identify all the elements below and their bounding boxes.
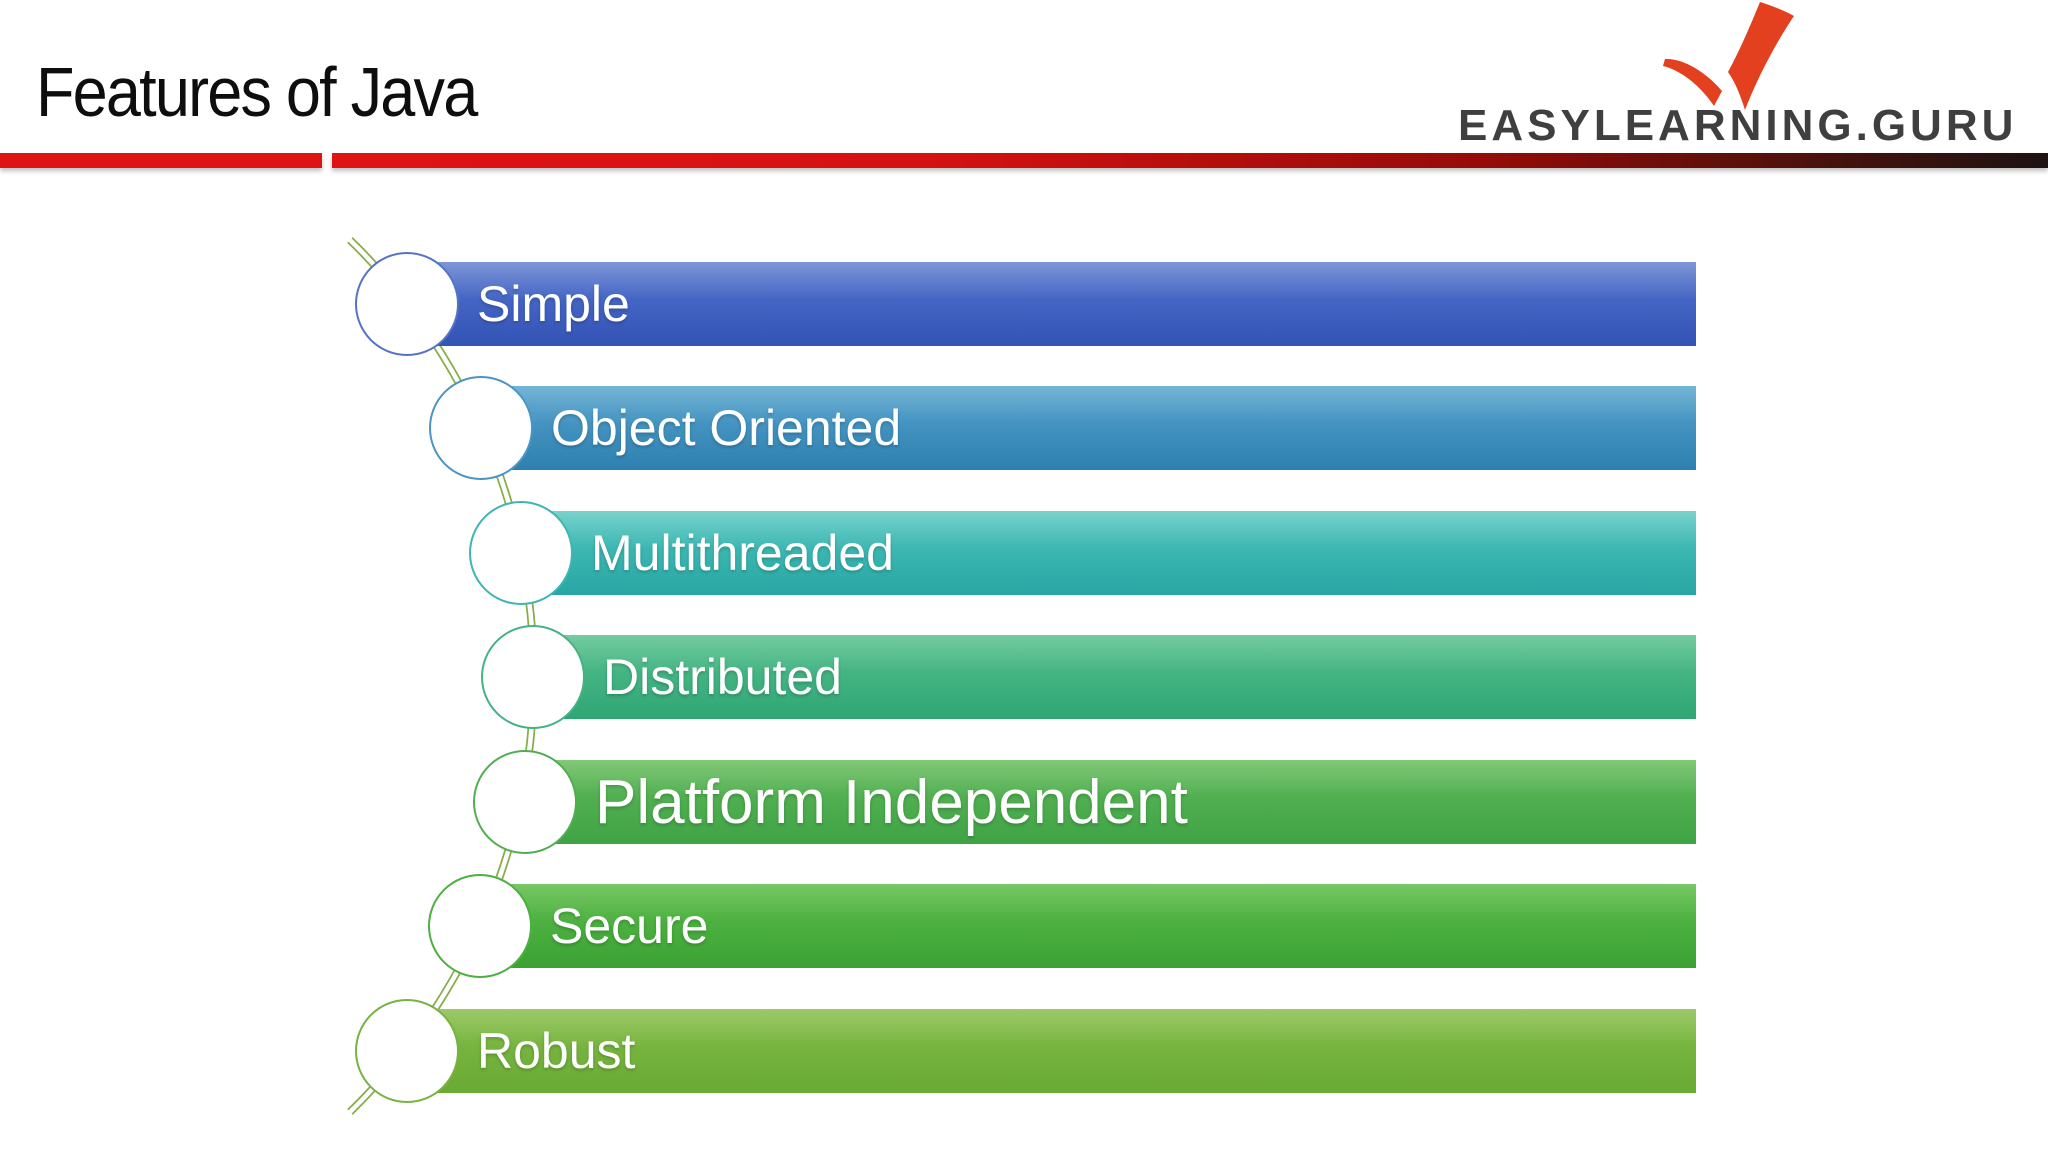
feature-label: Robust <box>477 1023 636 1079</box>
circle-marker <box>355 999 459 1103</box>
feature-bar-platform-independent: Platform Independent <box>473 750 1696 854</box>
feature-label: Object Oriented <box>551 400 902 456</box>
feature-bar-robust: Robust <box>355 999 1696 1103</box>
checkmark-logo-icon <box>1663 2 1794 110</box>
circle-marker <box>429 376 533 480</box>
page-title: Features of Java <box>36 53 478 131</box>
feature-bar-object-oriented: Object Oriented <box>429 376 1696 480</box>
circle-marker <box>355 252 459 356</box>
circle-marker <box>469 501 573 605</box>
divider-line-right <box>332 153 2048 168</box>
feature-bar-simple: Simple <box>355 252 1696 356</box>
feature-label: Distributed <box>603 649 842 705</box>
divider-line-left <box>0 153 322 168</box>
feature-label: Multithreaded <box>591 525 894 581</box>
feature-label: Simple <box>477 276 630 332</box>
feature-label: Secure <box>550 898 709 954</box>
logo-text: EASYLEARNING.GURU <box>1458 101 2018 150</box>
feature-label: Platform Independent <box>595 767 1188 837</box>
feature-bar-multithreaded: Multithreaded <box>469 501 1696 605</box>
circle-marker <box>473 750 577 854</box>
circle-marker <box>481 625 585 729</box>
feature-bar-distributed: Distributed <box>481 625 1696 729</box>
circle-marker <box>428 874 532 978</box>
feature-bar-secure: Secure <box>428 874 1696 978</box>
